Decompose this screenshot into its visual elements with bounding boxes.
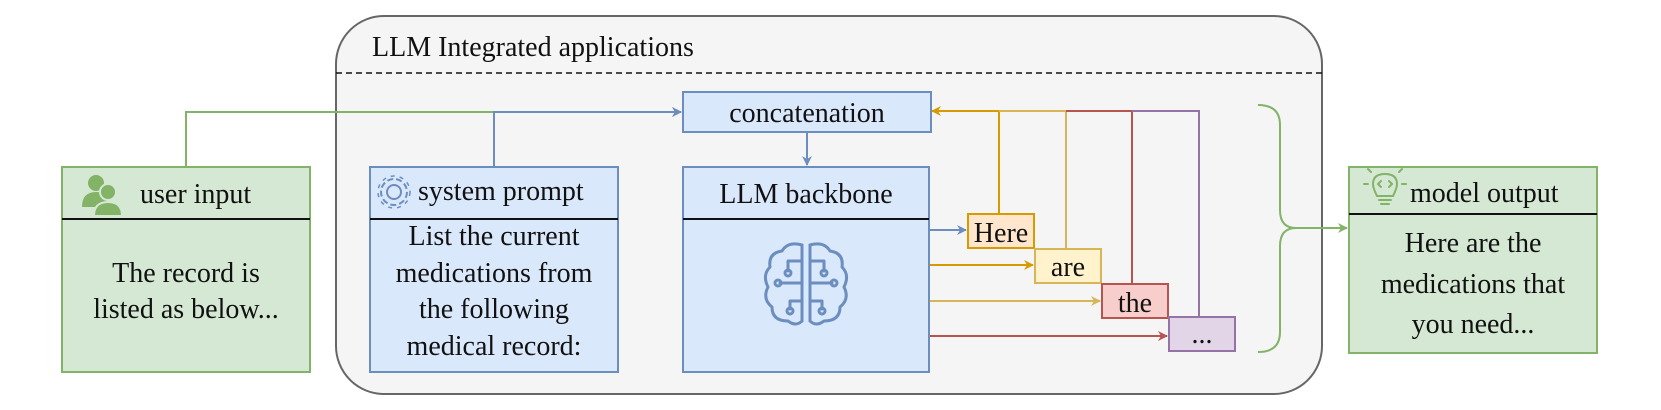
model-output-line-3: you need...: [1412, 309, 1535, 340]
token-sequence: Here are the ...: [967, 213, 1236, 352]
gear-icon: [377, 175, 411, 209]
ellipsis-feedback-line: [1132, 110, 1200, 317]
llm-backbone-box: LLM backbone: [682, 166, 930, 373]
model-output-line-2: medications that: [1381, 269, 1566, 300]
model-output-line-1: Here are the: [1405, 228, 1542, 259]
system-prompt-to-concat-arrow: [493, 107, 682, 167]
system-prompt-line-2: medications from: [396, 258, 593, 289]
token-are: are: [1051, 252, 1085, 283]
concatenation-box: concatenation: [682, 91, 932, 133]
container-title: LLM Integrated applications: [372, 32, 694, 63]
system-prompt-line-3: the following: [419, 294, 569, 325]
user-input-header: user input: [140, 179, 251, 210]
system-prompt-box: system prompt List the current medicatio…: [369, 166, 619, 373]
user-input-line-2: listed as below...: [93, 294, 279, 325]
system-prompt-line-4: medical record:: [407, 331, 582, 362]
system-prompt-line-1: List the current: [408, 221, 579, 252]
brain-circuit-icon: [763, 242, 849, 326]
concatenation-label: concatenation: [729, 98, 884, 129]
token-here: Here: [974, 218, 1028, 249]
llm-backbone-header: LLM backbone: [719, 179, 892, 210]
token-box-are: [1034, 248, 1102, 284]
system-prompt-header: system prompt: [418, 176, 584, 207]
token-box-ellipsis: [1168, 316, 1236, 352]
token-the: the: [1118, 288, 1152, 319]
token-box-here: [967, 213, 1035, 249]
token-box-the: [1101, 283, 1169, 319]
connectors: [185, 104, 1348, 353]
user-group-icon: [82, 175, 124, 217]
model-output-box: model output Here are the medications th…: [1348, 166, 1598, 354]
token-ellipsis: ...: [1192, 319, 1213, 350]
lightbulb-code-icon: [1363, 168, 1407, 205]
user-input-box: user input The record is listed as below…: [61, 166, 311, 373]
model-output-header: model output: [1410, 178, 1559, 209]
user-input-line-1: The record is: [112, 258, 260, 289]
